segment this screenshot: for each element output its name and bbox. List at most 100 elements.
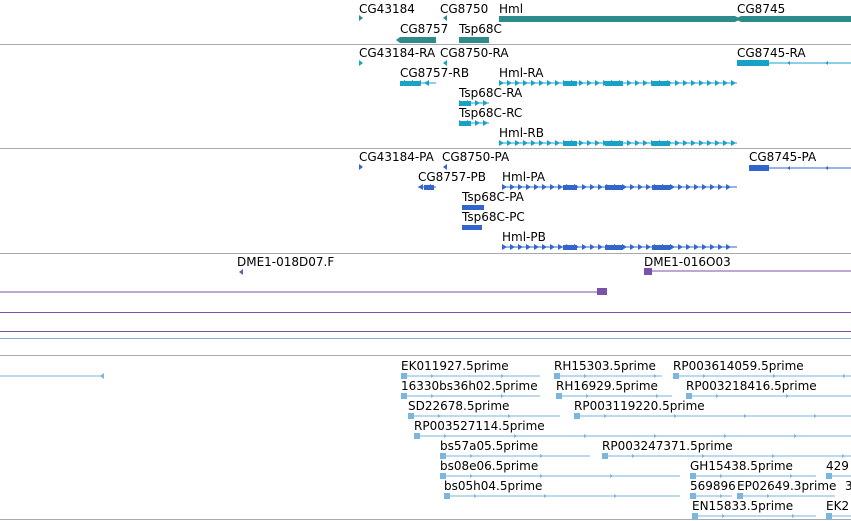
gene-label-cg8745[interactable]: CG8745: [737, 2, 786, 16]
exon-chevron: [483, 120, 488, 126]
est-label[interactable]: SD22678.5prime: [408, 399, 510, 413]
est-label[interactable]: bs08e06.5prime: [440, 459, 539, 473]
est-block: [602, 453, 608, 459]
strand-arrow-right: [773, 374, 776, 378]
exon-chevron: [555, 140, 560, 146]
feature-bar: [459, 101, 471, 106]
exon-chevron: [630, 184, 635, 190]
est-label[interactable]: EP02649.3prime: [737, 479, 837, 493]
est-block: [690, 493, 696, 499]
strand-arrow-right: [431, 394, 434, 398]
protein-label-tsp68c-pa[interactable]: Tsp68C-PA: [462, 190, 524, 204]
exon-chevron: [590, 184, 595, 190]
strand-arrow-right: [674, 414, 677, 418]
gene-label-tsp68c[interactable]: Tsp68C: [459, 22, 502, 36]
exon-chevron: [579, 140, 584, 146]
gene-label-cg8757[interactable]: CG8757: [400, 22, 449, 36]
protein-label-cg43184-pa[interactable]: CG43184-PA: [359, 150, 434, 164]
est-label[interactable]: 429: [826, 459, 849, 473]
exon-chevron: [499, 140, 504, 146]
est-label[interactable]: GH15438.5prime: [690, 459, 793, 473]
est-label[interactable]: 3: [845, 479, 851, 493]
protein-label-tsp68c-pc[interactable]: Tsp68C-PC: [462, 210, 525, 224]
est-block: [686, 393, 692, 399]
transcript-label-cg8750-ra[interactable]: CG8750-RA: [440, 46, 509, 60]
exon-chevron: [670, 244, 675, 250]
est-block: [414, 433, 420, 439]
strand-arrow-right: [470, 474, 473, 478]
protein-label-cg8745-pa[interactable]: CG8745-PA: [749, 150, 817, 164]
exon-chevron: [547, 80, 552, 86]
gene-label-cg8750[interactable]: CG8750: [440, 2, 489, 16]
est-label[interactable]: bs05h04.5prime: [444, 479, 543, 493]
exon-chevron: [555, 80, 560, 86]
transcript-label-cg8757-rb[interactable]: CG8757-RB: [400, 66, 470, 80]
est-label[interactable]: RH16929.5prime: [556, 379, 658, 393]
est-label[interactable]: RP003218416.5prime: [686, 379, 817, 393]
transcript-label-tsp68c-ra[interactable]: Tsp68C-RA: [459, 86, 523, 100]
est-label[interactable]: 569896: [690, 479, 736, 493]
gene-label-cg43184[interactable]: CG43184: [359, 2, 415, 16]
exon-chevron: [523, 140, 528, 146]
transcript-label-hml-rb[interactable]: Hml-RB: [499, 126, 544, 140]
est-label[interactable]: 16330bs36h02.5prime: [401, 379, 538, 393]
feature-bar: [400, 81, 420, 86]
exon-chevron: [707, 140, 712, 146]
est-label[interactable]: EK2: [826, 499, 850, 513]
est-label[interactable]: RP003247371.5prime: [602, 439, 733, 453]
exon-chevron: [726, 244, 731, 250]
strand-arrow-right: [610, 474, 613, 478]
strand-arrow-right: [702, 454, 705, 458]
feature-bar: [563, 141, 577, 146]
strand-arrow-right: [814, 414, 817, 418]
exon-chevron: [710, 244, 715, 250]
transcript-label-cg43184-ra[interactable]: CG43184-RA: [359, 46, 436, 60]
exon-chevron: [418, 184, 423, 190]
strand-arrow-right: [474, 494, 477, 498]
gene-bar-cg8757: [400, 37, 436, 43]
est-label[interactable]: RP003527114.5prime: [414, 419, 545, 433]
protein-label-cg8757-pb[interactable]: CG8757-PB: [418, 170, 487, 184]
exon-chevron: [627, 80, 632, 86]
protein-label-hml-pb[interactable]: Hml-PB: [502, 230, 546, 244]
transcript-label-cg8745-ra[interactable]: CG8745-RA: [737, 46, 806, 60]
exon-chevron: [715, 140, 720, 146]
feature-bar: [652, 245, 670, 250]
est-label[interactable]: RP003119220.5prime: [574, 399, 705, 413]
exon-chevron: [691, 140, 696, 146]
strand-arrow-left: [825, 166, 828, 170]
transcript-label-tsp68c-rc[interactable]: Tsp68C-RC: [459, 106, 523, 120]
exon-chevron: [670, 184, 675, 190]
exon-chevron: [550, 244, 555, 250]
protein-label-cg8750-pa[interactable]: CG8750-PA: [442, 150, 510, 164]
exon-chevron: [582, 184, 587, 190]
strand-arrow-right: [792, 514, 795, 518]
protein-label-hml-pa[interactable]: Hml-PA: [502, 170, 546, 184]
strand-arrow-right: [540, 474, 543, 478]
exon-chevron: [622, 244, 627, 250]
exon-chevron: [502, 244, 507, 250]
exon-chevron: [646, 184, 651, 190]
exon-chevron: [678, 244, 683, 250]
strand-arrow-left: [825, 61, 828, 65]
clone-label-dme1-018d07[interactable]: DME1-018D07.F: [237, 255, 335, 269]
clone-label-dme1-016o03[interactable]: DME1-016O03: [644, 255, 731, 269]
exon-chevron: [710, 184, 715, 190]
est-label[interactable]: RP003614059.5prime: [673, 359, 804, 373]
exon-chevron: [699, 80, 704, 86]
exon-chevron: [598, 184, 603, 190]
est-label[interactable]: RH15303.5prime: [554, 359, 656, 373]
transcript-label-hml-ra[interactable]: Hml-RA: [499, 66, 544, 80]
est-label[interactable]: bs57a05.5prime: [440, 439, 539, 453]
est-block: [673, 373, 679, 379]
exon-chevron: [731, 140, 736, 146]
strand-arrow-left: [787, 166, 790, 170]
exon-chevron: [731, 80, 736, 86]
est-label[interactable]: EK011927.5prime: [401, 359, 509, 373]
exon-chevron: [723, 140, 728, 146]
est-label[interactable]: EN15833.5prime: [692, 499, 794, 513]
gene-label-hml[interactable]: Hml: [499, 2, 524, 16]
exon-chevron: [507, 80, 512, 86]
strand-arrow-right: [444, 434, 447, 438]
